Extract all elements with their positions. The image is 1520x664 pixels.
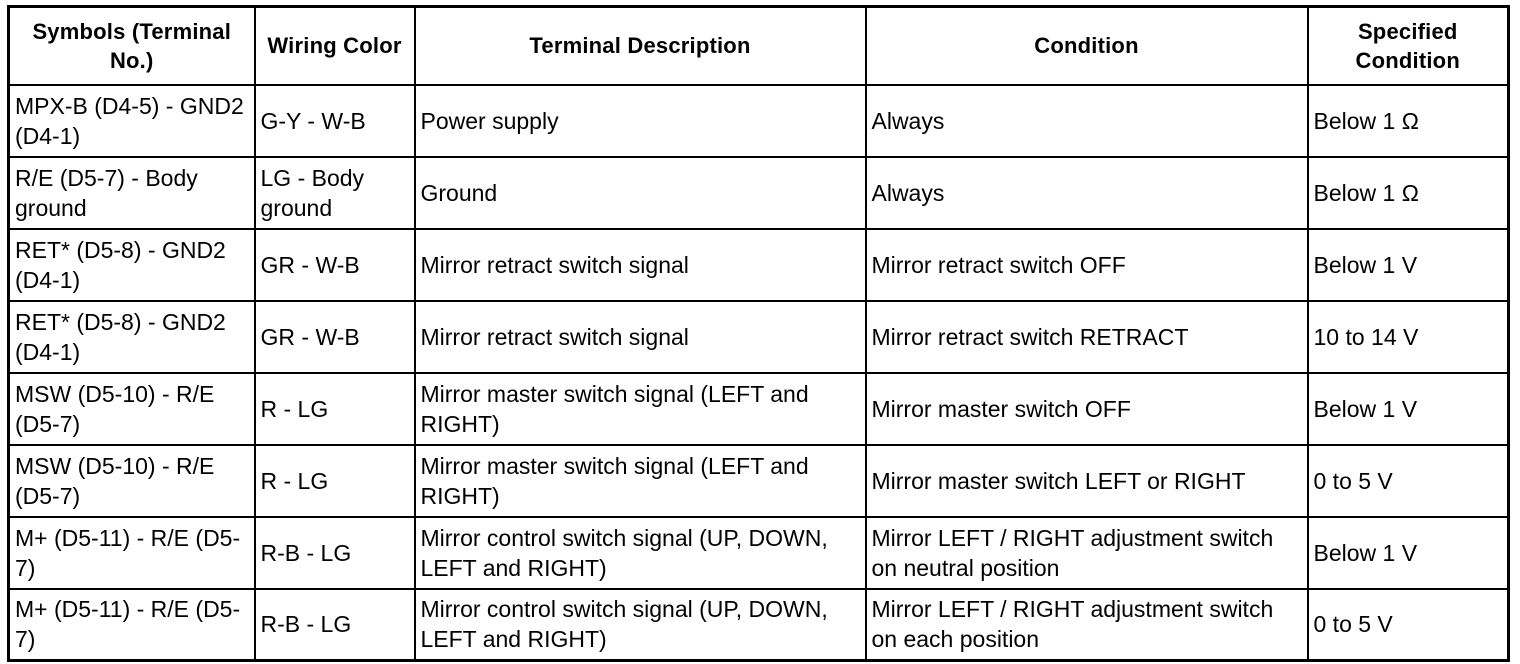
cell-symbols: RET* (D5-8) - GND2 (D4-1) — [7, 299, 256, 374]
cell-terminal-description: Power supply — [413, 83, 867, 158]
cell-specified-condition: 10 to 14 V — [1306, 299, 1510, 374]
cell-wiring-color: GR - W-B — [253, 227, 416, 302]
cell-terminal-description: Mirror master switch signal (LEFT and RI… — [413, 443, 867, 518]
cell-specified-condition: Below 1 V — [1306, 371, 1510, 446]
table-row: MSW (D5-10) - R/E (D5-7) R - LG Mirror m… — [7, 443, 1510, 518]
cell-symbols: MSW (D5-10) - R/E (D5-7) — [7, 443, 256, 518]
cell-terminal-description: Mirror control switch signal (UP, DOWN, … — [413, 515, 867, 590]
terminal-spec-table: Symbols (Terminal No.) Wiring Color Term… — [7, 5, 1510, 662]
cell-condition: Always — [864, 155, 1309, 230]
cell-symbols: MPX-B (D4-5) - GND2 (D4-1) — [7, 83, 256, 158]
cell-condition: Mirror LEFT / RIGHT adjustment switch on… — [864, 515, 1309, 590]
header-symbols: Symbols (Terminal No.) — [7, 5, 256, 86]
cell-terminal-description: Mirror control switch signal (UP, DOWN, … — [413, 587, 867, 662]
cell-specified-condition: 0 to 5 V — [1306, 443, 1510, 518]
cell-condition: Mirror retract switch OFF — [864, 227, 1309, 302]
cell-symbols: RET* (D5-8) - GND2 (D4-1) — [7, 227, 256, 302]
cell-condition: Mirror retract switch RETRACT — [864, 299, 1309, 374]
cell-symbols: M+ (D5-11) - R/E (D5-7) — [7, 587, 256, 662]
cell-wiring-color: LG - Body ground — [253, 155, 416, 230]
table-row: RET* (D5-8) - GND2 (D4-1) GR - W-B Mirro… — [7, 227, 1510, 302]
header-row: Symbols (Terminal No.) Wiring Color Term… — [7, 5, 1510, 86]
cell-terminal-description: Mirror retract switch signal — [413, 227, 867, 302]
cell-specified-condition: Below 1 V — [1306, 227, 1510, 302]
cell-wiring-color: G-Y - W-B — [253, 83, 416, 158]
cell-condition: Always — [864, 83, 1309, 158]
table-row: M+ (D5-11) - R/E (D5-7) R-B - LG Mirror … — [7, 587, 1510, 662]
cell-terminal-description: Ground — [413, 155, 867, 230]
cell-symbols: MSW (D5-10) - R/E (D5-7) — [7, 371, 256, 446]
cell-specified-condition: Below 1 V — [1306, 515, 1510, 590]
table-row: MPX-B (D4-5) - GND2 (D4-1) G-Y - W-B Pow… — [7, 83, 1510, 158]
table-row: M+ (D5-11) - R/E (D5-7) R-B - LG Mirror … — [7, 515, 1510, 590]
table-row: RET* (D5-8) - GND2 (D4-1) GR - W-B Mirro… — [7, 299, 1510, 374]
cell-specified-condition: 0 to 5 V — [1306, 587, 1510, 662]
table-row: R/E (D5-7) - Body ground LG - Body groun… — [7, 155, 1510, 230]
cell-terminal-description: Mirror retract switch signal — [413, 299, 867, 374]
header-terminal-description: Terminal Description — [413, 5, 867, 86]
cell-wiring-color: R-B - LG — [253, 515, 416, 590]
cell-specified-condition: Below 1 Ω — [1306, 155, 1510, 230]
table-body: MPX-B (D4-5) - GND2 (D4-1) G-Y - W-B Pow… — [7, 83, 1510, 662]
header-condition: Condition — [864, 5, 1309, 86]
cell-condition: Mirror master switch LEFT or RIGHT — [864, 443, 1309, 518]
cell-condition: Mirror master switch OFF — [864, 371, 1309, 446]
cell-wiring-color: R - LG — [253, 371, 416, 446]
table-header: Symbols (Terminal No.) Wiring Color Term… — [7, 5, 1510, 86]
table-row: MSW (D5-10) - R/E (D5-7) R - LG Mirror m… — [7, 371, 1510, 446]
header-specified-condition: Specified Condition — [1306, 5, 1510, 86]
cell-wiring-color: R - LG — [253, 443, 416, 518]
cell-wiring-color: R-B - LG — [253, 587, 416, 662]
cell-symbols: M+ (D5-11) - R/E (D5-7) — [7, 515, 256, 590]
cell-wiring-color: GR - W-B — [253, 299, 416, 374]
cell-symbols: R/E (D5-7) - Body ground — [7, 155, 256, 230]
cell-terminal-description: Mirror master switch signal (LEFT and RI… — [413, 371, 867, 446]
cell-condition: Mirror LEFT / RIGHT adjustment switch on… — [864, 587, 1309, 662]
header-wiring-color: Wiring Color — [253, 5, 416, 86]
cell-specified-condition: Below 1 Ω — [1306, 83, 1510, 158]
